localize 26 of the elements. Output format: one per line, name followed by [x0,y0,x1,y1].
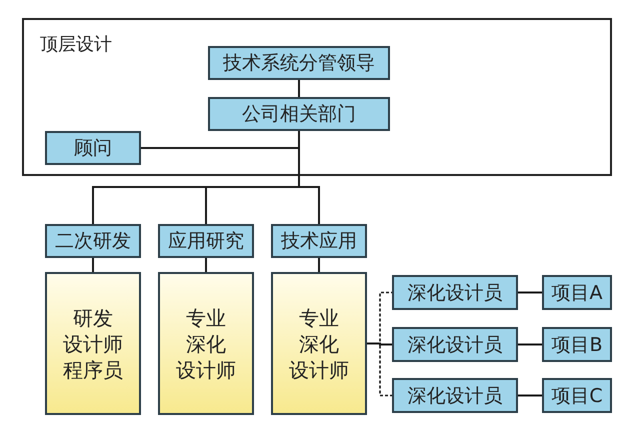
connector-line [367,342,392,346]
project-box: 项目B [542,327,612,362]
role-box: 顾问 [45,131,141,165]
category-box: 应用研究 [158,224,254,258]
connector-line [518,344,542,346]
category-box: 二次研发 [45,224,141,258]
project-box: 项目C [542,378,612,413]
role-box: 深化设计员 [392,378,518,413]
connector-line [518,394,542,396]
connector-line [367,342,392,396]
department-box: 公司相关部门 [208,97,390,131]
connector-line [518,292,542,294]
connector-line [298,80,300,97]
role-box: 深化设计员 [392,275,518,310]
category-box: 技术应用 [271,224,367,258]
connector-line [205,258,207,272]
staff-box: 专业深化设计师 [271,272,367,415]
role-box: 技术系统分管领导 [208,46,390,80]
group-frame [22,18,612,176]
staff-box: 专业深化设计师 [158,272,254,415]
role-box: 深化设计员 [392,327,518,362]
frame-heading: 顶层设计 [40,33,112,56]
project-box: 项目A [542,275,612,310]
connector-line [318,258,320,272]
staff-box: 研发设计师程序员 [45,272,141,415]
connector-line [92,258,94,272]
